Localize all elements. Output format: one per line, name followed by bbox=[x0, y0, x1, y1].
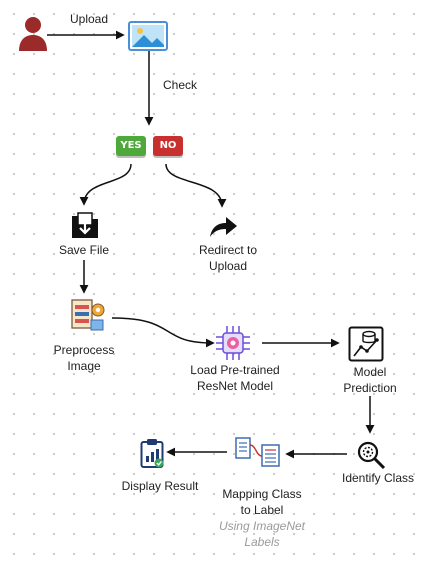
node-prediction: Model Prediction bbox=[343, 365, 397, 395]
edge-no-to-redirect bbox=[165, 163, 227, 208]
documents-mapping-icon bbox=[235, 437, 280, 467]
node-mapping: Mapping Class to Label bbox=[222, 487, 302, 517]
node-display: Display Result bbox=[121, 479, 199, 493]
no-badge: NO bbox=[153, 136, 183, 156]
node-save-file: Save File bbox=[58, 243, 110, 257]
node-load-model: Load Pre-trained ResNet Model bbox=[190, 363, 280, 393]
ai-chip-icon bbox=[216, 326, 250, 360]
node-identify: Identify Class bbox=[341, 471, 415, 485]
yes-badge: YES bbox=[116, 136, 146, 156]
edge-yes-to-save bbox=[79, 163, 132, 206]
node-mapping-note: Using ImageNet Labels bbox=[218, 519, 306, 549]
node-preprocess: Preprocess Image bbox=[53, 343, 115, 373]
share-arrow-icon bbox=[210, 217, 237, 237]
edge-preprocess-to-model bbox=[111, 317, 215, 348]
user-icon bbox=[19, 17, 47, 51]
edge-label-check: Check bbox=[162, 78, 197, 92]
edge-label-upload: Upload bbox=[69, 12, 109, 26]
magnifier-icon bbox=[357, 441, 386, 470]
node-redirect: Redirect to Upload bbox=[198, 243, 258, 273]
image-icon bbox=[128, 21, 168, 51]
folder-download-icon bbox=[72, 212, 98, 238]
analytics-icon bbox=[348, 326, 384, 362]
clipboard-chart-icon bbox=[140, 439, 164, 468]
data-processing-icon bbox=[71, 299, 105, 331]
